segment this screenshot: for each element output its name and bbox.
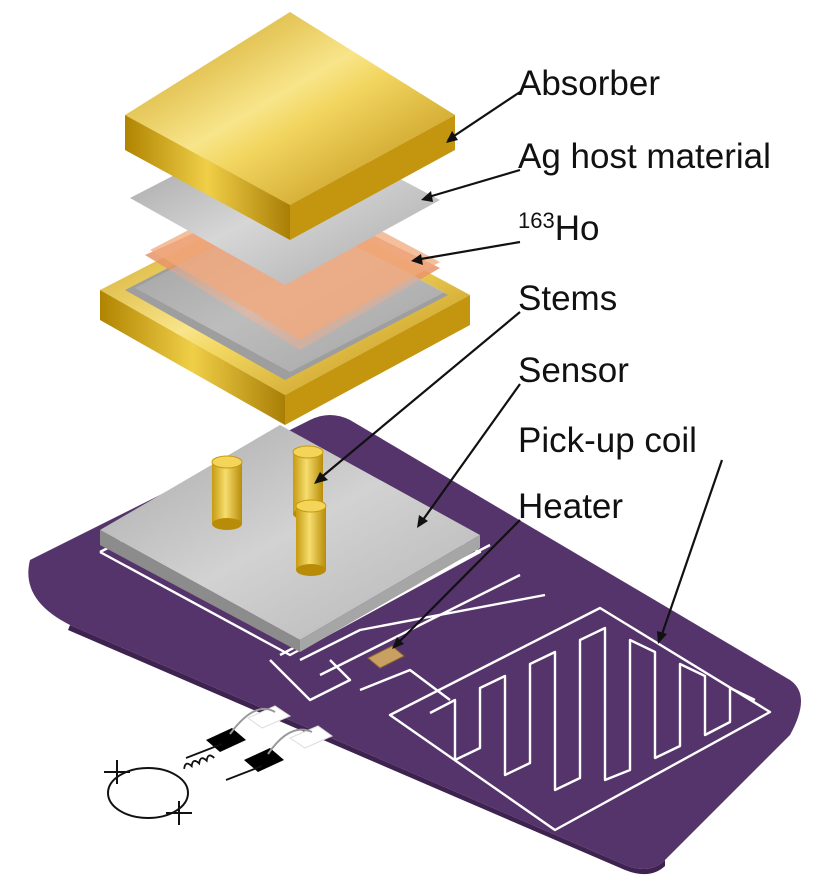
sensor-block xyxy=(100,425,480,652)
stems xyxy=(211,445,327,576)
stem-1 xyxy=(211,455,243,530)
upper-absorber xyxy=(125,12,455,240)
external-circuit xyxy=(104,743,263,825)
label-pickup-coil: Pick-up coil xyxy=(518,421,697,460)
current-source-icon xyxy=(107,767,189,819)
label-ho-163: 163Ho xyxy=(518,208,599,248)
label-sensor: Sensor xyxy=(518,351,629,390)
label-stems: Stems xyxy=(518,279,617,318)
label-ho-mass-number: 163 xyxy=(518,208,555,233)
substrate xyxy=(28,415,802,875)
heater-pad xyxy=(367,645,405,669)
label-ag-host-material: Ag host material xyxy=(518,137,771,176)
label-absorber: Absorber xyxy=(518,64,660,103)
stem-3 xyxy=(295,499,327,576)
label-heater: Heater xyxy=(518,487,623,526)
label-ho-element: Ho xyxy=(555,209,600,248)
annotation-arrows xyxy=(314,91,724,649)
pickup-coil xyxy=(388,606,772,832)
